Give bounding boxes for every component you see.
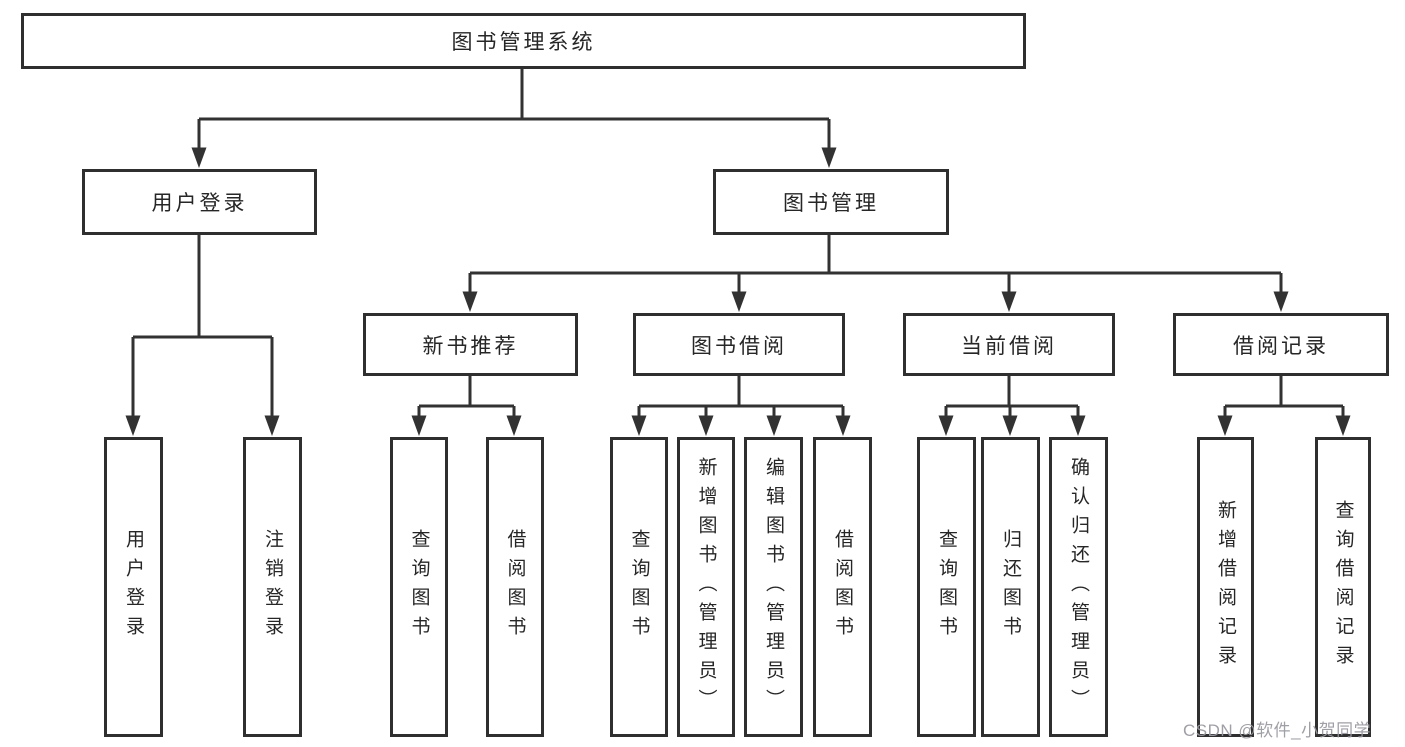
connector-records-to-leaves (1217, 376, 1351, 436)
node-label: 归还图书 (1000, 529, 1021, 645)
node-label: 编辑图书（管理员） (763, 456, 784, 718)
node-book-borrowing: 图书借阅 (633, 313, 845, 376)
arrowhead (1217, 415, 1233, 436)
arrowhead (1273, 291, 1289, 312)
node-label: 查询借阅记录 (1332, 500, 1354, 674)
arrowhead (1335, 415, 1351, 436)
arrowhead (411, 415, 427, 436)
node-leaf-borrow-book-newrec: 借阅图书 (486, 437, 544, 737)
node-label: 查询图书 (628, 529, 650, 645)
arrowhead (506, 415, 522, 436)
node-label: 查询图书 (408, 529, 430, 645)
node-label: 查询图书 (936, 529, 957, 645)
node-system-root: 图书管理系统 (21, 13, 1026, 69)
connector-current-borrow-to-leaves (938, 376, 1086, 436)
arrowhead (462, 291, 478, 312)
node-label: 新增借阅记录 (1215, 500, 1236, 674)
node-label: 确认归还（管理员） (1068, 456, 1089, 718)
node-label: 注销登录 (262, 529, 283, 645)
node-leaf-add-book-admin: 新增图书（管理员） (677, 437, 735, 737)
arrowhead (766, 415, 782, 436)
node-label: 用户登录 (151, 192, 248, 215)
node-leaf-edit-book-admin: 编辑图书（管理员） (744, 437, 803, 737)
node-label: 借阅记录 (1233, 334, 1329, 358)
node-label: 当前借阅 (961, 334, 1057, 358)
arrowhead (1002, 415, 1018, 436)
arrowhead (1001, 291, 1017, 312)
node-leaf-add-borrow-record: 新增借阅记录 (1197, 437, 1254, 737)
node-new-book-recommend: 新书推荐 (363, 313, 578, 376)
arrowhead (698, 415, 714, 436)
arrowhead (125, 415, 141, 436)
node-leaf-query-borrow-record: 查询借阅记录 (1315, 437, 1371, 737)
node-label: 图书管理系统 (451, 31, 596, 54)
connector-book-mgmt-to-level3 (462, 235, 1289, 312)
node-label: 图书管理 (783, 192, 879, 215)
node-book-management: 图书管理 (713, 169, 949, 235)
node-label: 新增图书（管理员） (695, 456, 717, 718)
node-leaf-return-book: 归还图书 (981, 437, 1040, 737)
arrowhead (821, 147, 837, 168)
connector-user-login-to-leaves (125, 235, 280, 436)
connector-book-borrow-to-leaves (631, 376, 851, 436)
node-leaf-borrow-book-borrow: 借阅图书 (813, 437, 872, 737)
node-leaf-query-book-current: 查询图书 (917, 437, 976, 737)
node-label: 用户登录 (123, 529, 144, 645)
node-user-login: 用户登录 (82, 169, 317, 235)
arrowhead (835, 415, 851, 436)
node-leaf-query-book-newrec: 查询图书 (390, 437, 448, 737)
node-label: 新书推荐 (422, 334, 519, 358)
node-leaf-query-book-borrow: 查询图书 (610, 437, 668, 737)
arrowhead (191, 147, 207, 168)
node-label: 图书借阅 (691, 334, 787, 358)
arrowhead (631, 415, 647, 436)
node-current-borrowing: 当前借阅 (903, 313, 1115, 376)
arrowhead (1070, 415, 1086, 436)
arrowhead (938, 415, 954, 436)
node-leaf-logout: 注销登录 (243, 437, 302, 737)
watermark: CSDN @软件_小贺同学 (1183, 721, 1372, 740)
node-borrow-records: 借阅记录 (1173, 313, 1389, 376)
node-leaf-confirm-return-admin: 确认归还（管理员） (1049, 437, 1108, 737)
node-leaf-user-login: 用户登录 (104, 437, 163, 737)
node-label: 借阅图书 (504, 529, 526, 645)
arrowhead (731, 291, 747, 312)
connector-new-book-to-leaves (411, 376, 522, 436)
node-label: 借阅图书 (832, 529, 853, 645)
connector-root-to-level2 (191, 69, 837, 168)
arrowhead (264, 415, 280, 436)
